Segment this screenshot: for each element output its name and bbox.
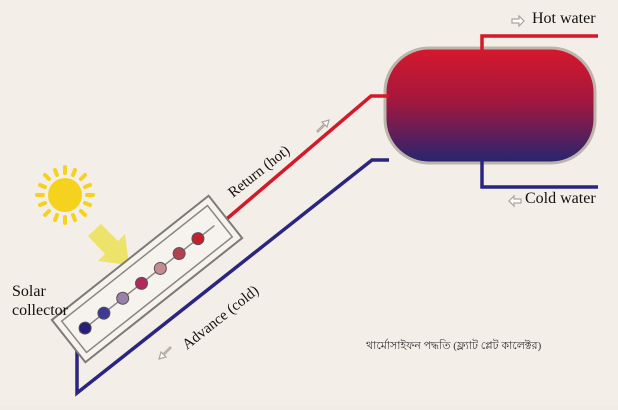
hot-water-outlet-pipe [480,34,598,50]
sun-icon [35,165,95,225]
cold-water-inlet-pipe [480,160,598,189]
hot-water-label: Hot water [532,10,596,27]
advance-cold-label: Advance (cold) [180,283,263,353]
storage-tank [383,46,597,165]
advance-cold-pipe [75,158,389,397]
solar-collector [50,194,244,364]
sunlight-arrow-icon [88,224,129,265]
solar-collector-label-line2: collector [12,302,68,319]
caption-bengali: থার্মোসাইফন পদ্ধতি (ফ্ল্যাট প্লেট কালেক্… [366,340,542,352]
return-hot-pipe [207,94,389,236]
solar-collector-label: Solar collector [12,282,68,320]
solar-collector-label-line1: Solar [12,283,46,300]
flow-arrow-icon [158,14,525,360]
cold-water-label: Cold water [525,190,596,207]
